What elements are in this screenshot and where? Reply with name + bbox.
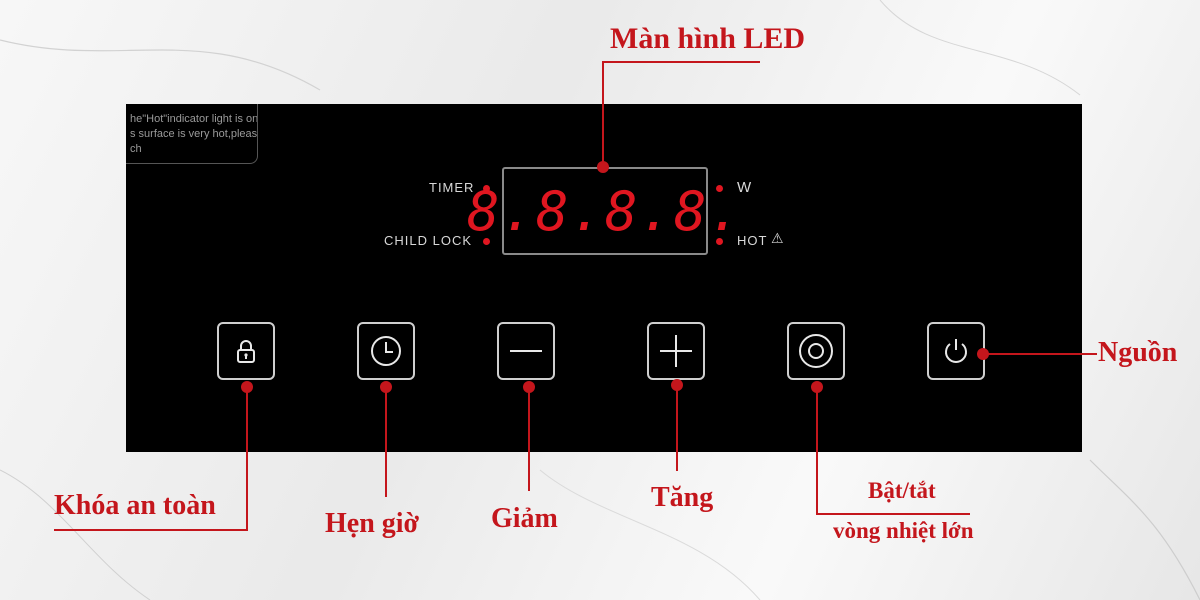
ring-callout-stem [816,387,818,515]
led-callout-dot [597,161,609,173]
power-label: Nguồn [1098,337,1178,368]
child-lock-indicator-light [483,238,490,245]
warning-line-3: ch [130,143,142,155]
timer-indicator-label: TIMER [429,180,475,195]
decrease-callout-stem [528,387,530,491]
timer-indicator-light [483,185,490,192]
warning-note: he"Hot"indicator light is on, s surface … [126,104,258,164]
lock-callout-underline [54,529,248,531]
watt-indicator-light [716,185,723,192]
child-lock-indicator-label: CHILD LOCK [384,233,473,248]
lock-callout-stem [246,387,248,531]
warning-line-2: s surface is very hot,please [130,128,258,140]
minus-icon [510,350,542,352]
power-icon [945,339,967,363]
decrease-label: Giảm [491,503,558,534]
lock-icon [237,340,255,363]
ring-callout-divider [816,513,970,515]
increase-button[interactable] [647,322,705,380]
increase-label: Tăng [651,482,714,513]
watt-indicator-label: W [737,179,753,196]
hot-indicator-light [716,238,723,245]
decrease-button[interactable] [497,322,555,380]
safety-lock-label: Khóa an toàn [54,490,216,521]
timer-button[interactable] [357,322,415,380]
timer-callout-stem [385,387,387,497]
clock-icon [371,336,401,366]
led-screen-label: Màn hình LED [610,22,806,55]
plus-icon [660,335,692,367]
led-display: 8.8.8.8. [467,167,741,255]
warning-line-1: he"Hot"indicator light is on, [130,113,258,125]
led-callout-stem [602,61,604,167]
increase-callout-stem [676,385,678,471]
lock-button[interactable] [217,322,275,380]
ring-toggle-label-line2: vòng nhiệt lớn [833,518,974,543]
led-callout-underline [602,61,760,63]
ring-toggle-label-line1: Bật/tắt [868,478,936,503]
warning-triangle-icon: ⚠ [771,230,785,246]
ring-icon [799,334,833,368]
ring-toggle-button[interactable] [787,322,845,380]
timer-label: Hẹn giờ [325,508,420,539]
hot-indicator-label: HOT [737,233,768,248]
control-panel: he"Hot"indicator light is on, s surface … [126,104,1082,452]
power-callout-line [983,353,1097,355]
power-button[interactable] [927,322,985,380]
